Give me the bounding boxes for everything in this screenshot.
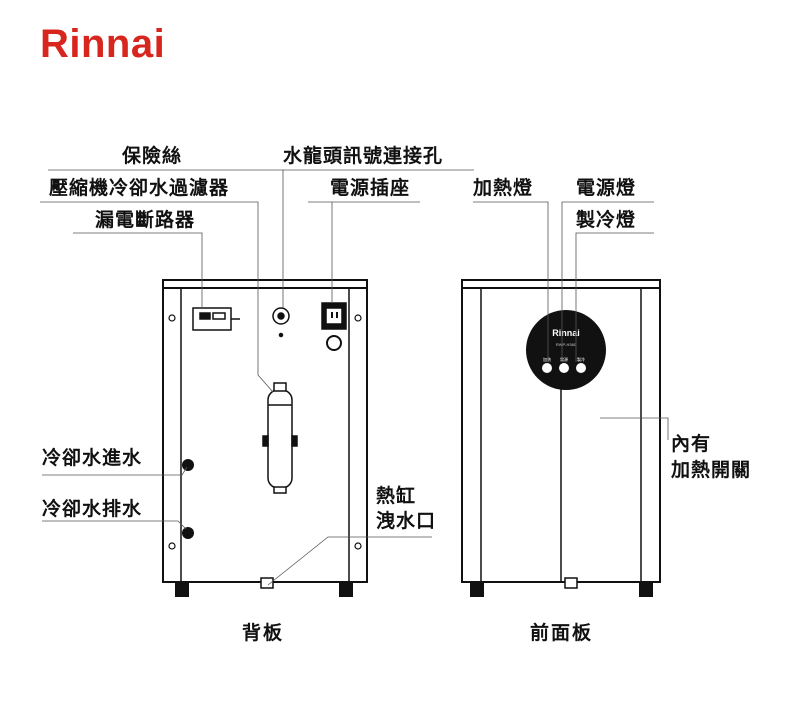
back-screws: [168, 314, 362, 550]
caption-front-panel: 前面板: [530, 622, 594, 644]
label-power-socket: 電源插座: [330, 177, 411, 199]
control-panel: Rinnai RWP-H380 加熱 電源 製冷: [526, 310, 606, 390]
label-cooling-water-in: 冷卻水進水: [42, 447, 143, 469]
cooling-water-in-port-icon: [182, 459, 194, 471]
cooling-water-out-port-icon: [182, 527, 194, 539]
label-leakage-breaker: 漏電斷路器: [95, 209, 196, 231]
control-panel-disc: [526, 310, 606, 390]
front-foot-right: [639, 581, 653, 597]
label-compressor-filter: 壓縮機冷卻水過濾器: [49, 177, 230, 199]
label-fuse: 保險絲: [122, 145, 183, 167]
leader-cool-in: [42, 466, 188, 476]
back-leader-lines: [40, 169, 474, 586]
screw: [168, 314, 176, 322]
front-leader-lines: [473, 201, 669, 440]
label-heat-lamp: 加熱燈: [473, 177, 534, 199]
rinnai-logo: Rinnai: [40, 22, 166, 66]
label-power-lamp: 電源燈: [576, 177, 637, 199]
leader-power-lamp: [561, 201, 576, 362]
leader-heat-switch: [600, 417, 669, 440]
heat-lamp-button: [542, 363, 552, 373]
power-socket-icon: [321, 302, 347, 330]
back-foot-right: [339, 581, 353, 597]
screw: [168, 542, 176, 550]
front-drain-nozzle: [564, 577, 578, 589]
panel-btn-power-label: 電源: [560, 356, 568, 362]
leader-heat-lamp: [473, 201, 549, 362]
leakage-breaker-icon: [192, 307, 240, 331]
label-cool-lamp: 製冷燈: [576, 209, 637, 231]
fuse-icon: [272, 307, 290, 338]
back-foot-left: [175, 581, 189, 597]
filter-cartridge-icon: [262, 382, 298, 494]
front-foot-left: [470, 581, 484, 597]
back-drain-nozzle: [260, 577, 274, 589]
cool-lamp-button: [576, 363, 586, 373]
panel-btn-cool-label: 製冷: [577, 356, 585, 362]
leader-cool-out: [42, 520, 187, 530]
leader-breaker: [73, 232, 203, 308]
label-cooling-water-out: 冷卻水排水: [42, 498, 143, 520]
panel-btn-heat-label: 加熱: [543, 356, 551, 362]
leader-cool-lamp: [575, 232, 654, 362]
screw: [354, 314, 362, 322]
panel-logo: Rinnai: [552, 328, 580, 338]
power-lamp-button: [559, 363, 569, 373]
leader-drain: [267, 536, 432, 586]
label-faucet-signal-port: 水龍頭訊號連接孔: [283, 145, 444, 167]
faucet-signal-port-icon: [326, 335, 342, 351]
label-tank-drain-line2: 洩水口: [376, 510, 437, 532]
caption-back-panel: 背板: [242, 622, 285, 644]
label-heat-switch-line2: 加熱開關: [671, 459, 752, 481]
screw: [354, 542, 362, 550]
label-tank-drain-line1: 熱缸: [376, 485, 417, 507]
leader-filter: [40, 201, 274, 393]
panel-model: RWP-H380: [556, 342, 577, 347]
label-heat-switch-line1: 內有: [671, 433, 712, 455]
